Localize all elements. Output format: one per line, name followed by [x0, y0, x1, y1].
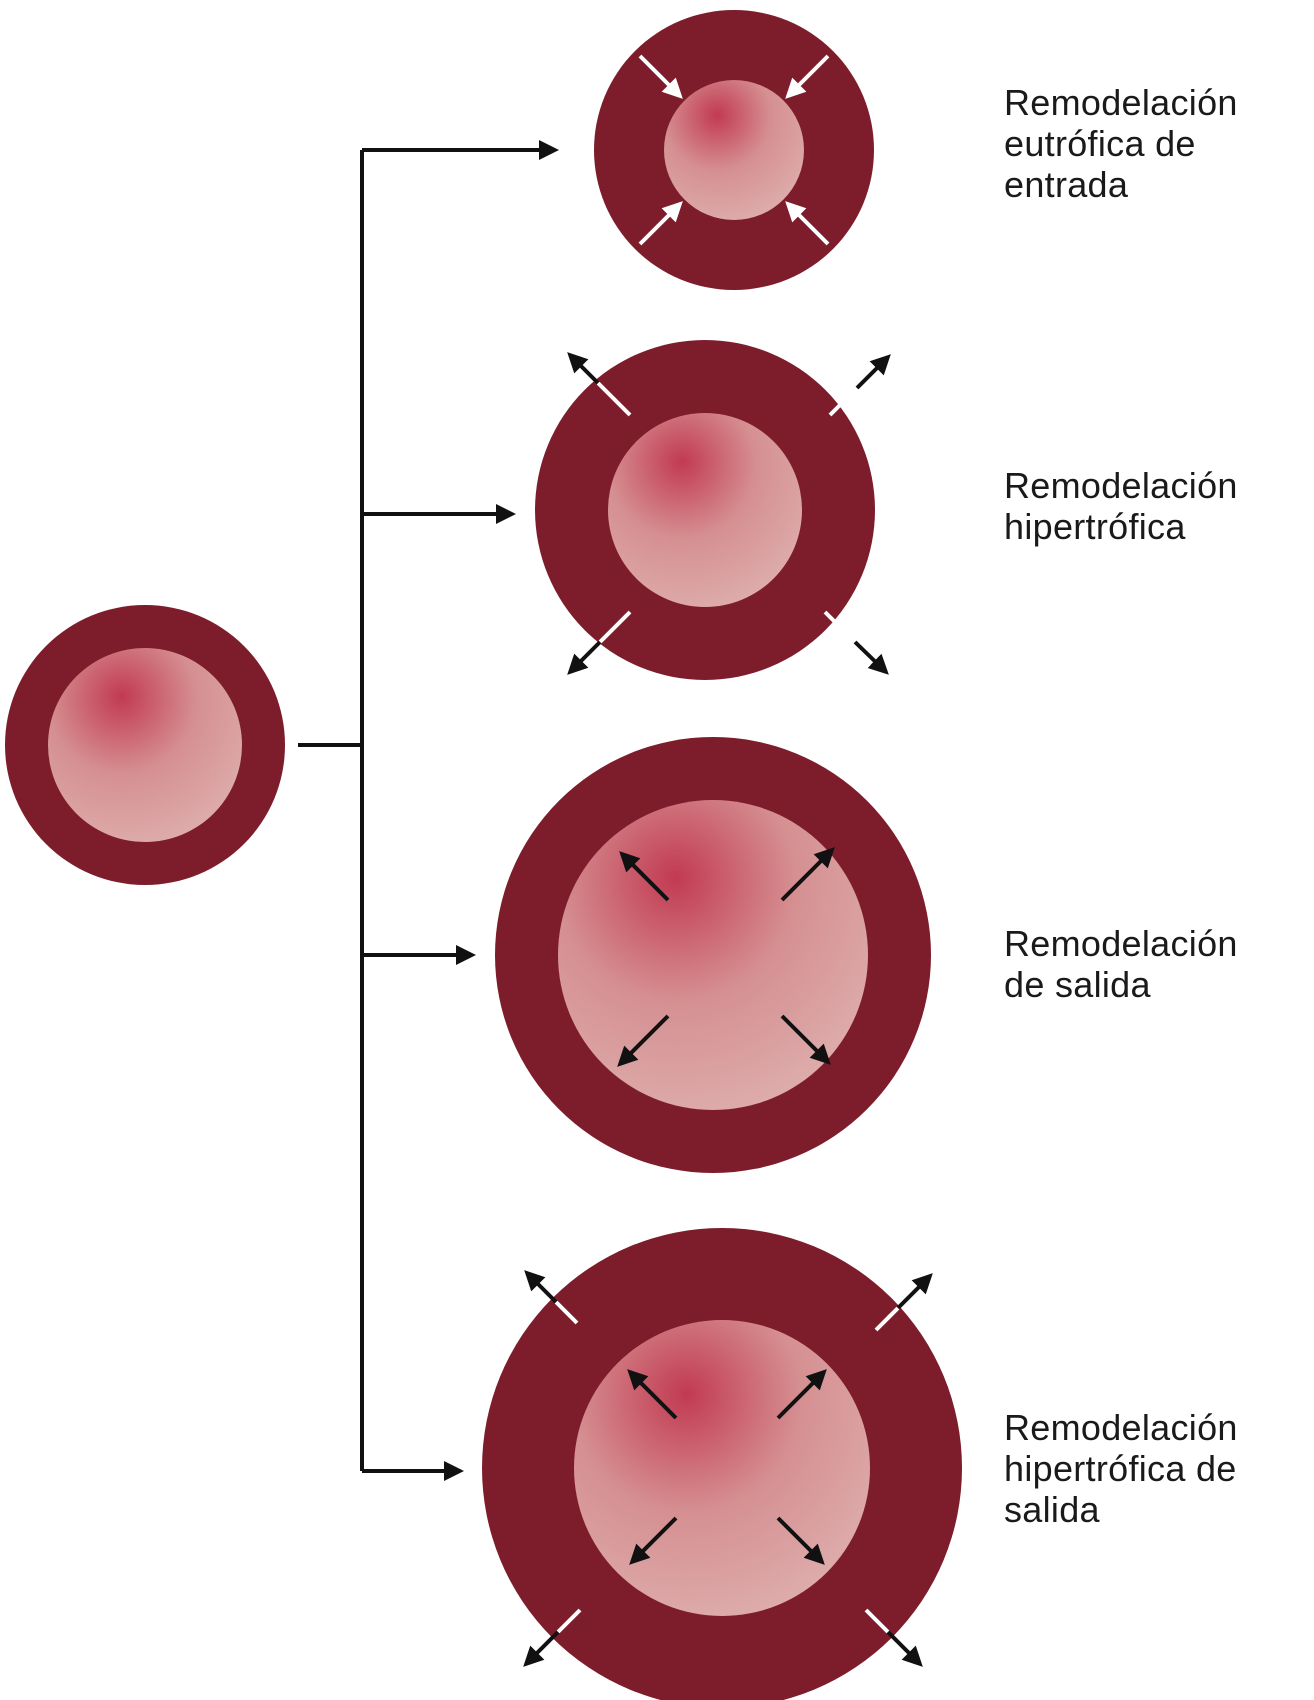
arrow-outward-nw	[567, 352, 600, 385]
connector-lines	[298, 140, 559, 1481]
label-line: hipertrófica	[1004, 506, 1186, 547]
vessel-lumen	[558, 800, 868, 1110]
outward-wall-arrows	[523, 1270, 933, 1667]
outward-lumen-arrows	[627, 1369, 827, 1565]
vessel-lumen	[48, 648, 242, 842]
arrow-outward-sw	[617, 1014, 670, 1067]
label-line: Remodelación	[1004, 1407, 1238, 1448]
arrow-outward-se	[886, 1630, 923, 1667]
vessel-hypertrophic	[535, 340, 891, 680]
arrow-outward-ne	[776, 1369, 827, 1420]
label-line: eutrófica de	[1004, 123, 1196, 164]
wall-crack-se	[823, 610, 857, 644]
label-line: entrada	[1004, 164, 1129, 205]
label-line: Remodelación	[1004, 82, 1238, 123]
vessel-outward	[495, 737, 931, 1173]
arrow-outward-nw	[627, 1369, 678, 1420]
label-line: salida	[1004, 1489, 1100, 1530]
vessel-lumen	[608, 413, 802, 607]
arrow-outward-ne	[780, 847, 835, 902]
arrow-inward-nw	[638, 54, 683, 99]
vessel-lumen	[664, 80, 804, 220]
label-eutrophic-inward: Remodelación eutrófica de entrada	[1004, 82, 1238, 205]
arrow-outward-sw	[567, 640, 602, 675]
arrow-inward-se	[785, 201, 830, 246]
vessel-lumen	[574, 1320, 870, 1616]
label-hypertrophic: Remodelación hipertrófica	[1004, 465, 1238, 547]
arrow-outward-nw	[524, 1270, 558, 1304]
arrow-inward-ne	[785, 54, 830, 99]
wall-crack-nw	[596, 381, 632, 417]
normal-vessel	[5, 605, 285, 885]
inward-arrows	[638, 54, 830, 246]
wall-crack-sw	[598, 610, 632, 644]
arrow-outward-nw	[619, 851, 670, 902]
arrow-outward-sw	[629, 1516, 678, 1565]
wall-crack-ne	[874, 1306, 900, 1332]
outward-wall-arrows	[567, 352, 891, 675]
arrow-outward-se	[853, 640, 889, 675]
label-outward: Remodelación de salida	[1004, 923, 1238, 1005]
arrow-outward-se	[776, 1516, 825, 1565]
wall-crack-ne	[828, 386, 859, 417]
outward-lumen-arrows	[617, 847, 835, 1067]
vessel-eutrophic-inward	[594, 10, 874, 290]
label-line: Remodelación	[1004, 465, 1238, 506]
wall-crack-se	[864, 1608, 890, 1634]
arrow-outward-ne	[855, 354, 891, 390]
arrow-outward-ne	[896, 1273, 933, 1310]
vessel-hypertrophic-outward	[482, 1228, 962, 1700]
label-hypertrophic-outward: Remodelación hipertrófica de salida	[1004, 1407, 1238, 1530]
label-line: hipertrófica de	[1004, 1448, 1237, 1489]
arrow-outward-se	[780, 1014, 831, 1065]
arrow-inward-sw	[638, 201, 683, 246]
wall-crack-sw	[556, 1608, 582, 1634]
arrow-outward-sw	[523, 1630, 560, 1667]
wall-crack-nw	[554, 1300, 579, 1325]
label-line: de salida	[1004, 964, 1151, 1005]
label-line: Remodelación	[1004, 923, 1238, 964]
